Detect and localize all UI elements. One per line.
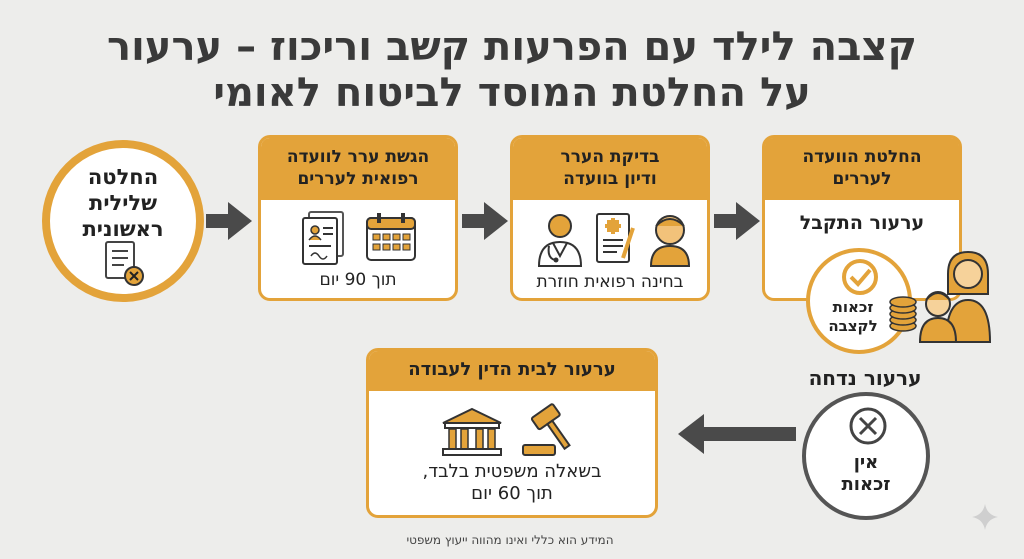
- sparkle-icon: [972, 504, 998, 530]
- initial-decision-line3: ראשונית: [82, 217, 164, 241]
- page-title-line2: על החלטת המוסד לביטוח לאומי: [213, 70, 811, 116]
- page-title-line1: קצבה לילד עם הפרעות קשב וריכוז – ערעור: [106, 24, 918, 70]
- step-labor-court-appeal: ערעור לבית הדין לעבודה בשאלה משפטית בלבד…: [366, 348, 658, 518]
- initial-decision-line2: שלילית: [88, 191, 158, 215]
- step-committee-review: בדיקת הערר ודיון בוועדה בחינה רפואית חוז…: [510, 135, 710, 301]
- initial-decision-circle: החלטה שלילית ראשונית: [42, 140, 204, 302]
- arrow-right-1: [206, 202, 252, 240]
- step-committee-review-title-1: בדיקת הערר: [560, 147, 660, 167]
- step-committee-review-title-2: ודיון בוועדה: [563, 169, 657, 189]
- step-committee-decision-title-2: לעררים: [832, 169, 892, 189]
- step-labor-court-appeal-header: ערעור לבית הדין לעבודה: [369, 351, 655, 391]
- x-circle-icon: [849, 407, 887, 445]
- gavel-icon: [522, 403, 571, 456]
- step-labor-court-line2: תוך 60 יום: [471, 483, 553, 504]
- benefit-line1: זכאות: [832, 298, 874, 316]
- medical-form-icon: [596, 213, 635, 263]
- appeal-rejected-label: ערעור נדחה: [808, 366, 922, 390]
- step-labor-court-appeal-note: בשאלה משפטית בלבד, תוך 60 יום: [369, 461, 655, 505]
- documents-icon: [302, 211, 344, 265]
- initial-decision-line1: החלטה: [87, 165, 159, 189]
- step-appeal-submission-header: הגשת ערר לוועדה רפואית לעררים: [261, 138, 455, 200]
- step-labor-court-line1: בשאלה משפטית בלבד,: [422, 461, 602, 482]
- step-committee-review-header: בדיקת הערר ודיון בוועדה: [513, 138, 707, 200]
- step-committee-decision-title-1: החלטת הוועדה: [802, 147, 922, 167]
- step-appeal-submission-deadline: תוך 90 יום: [319, 270, 397, 290]
- legal-disclaimer: המידע הוא כללי ואינו מהווה ייעוץ משפטי: [406, 533, 614, 547]
- arrow-right-2: [462, 202, 508, 240]
- child-icon: [649, 215, 691, 267]
- step-committee-decision-header: החלטת הוועדה לעררים: [765, 138, 959, 200]
- calendar-icon: [366, 213, 416, 261]
- step-appeal-submission: הגשת ערר לוועדה רפואית לעררים תוך 90 יום: [258, 135, 458, 301]
- doctor-icon: [537, 214, 583, 267]
- arrow-left: [678, 414, 796, 454]
- no-eligibility-circle: אין זכאות: [802, 392, 930, 520]
- checkmark-icon: [842, 259, 878, 295]
- no-eligibility-line2: זכאות: [841, 474, 891, 495]
- coins-icon: [889, 296, 917, 332]
- appeal-accepted-label: ערעור התקבל: [799, 212, 925, 234]
- parent-child-icon: [918, 250, 992, 343]
- court-icon: [442, 407, 502, 456]
- step-appeal-submission-title-1: הגשת ערר לוועדה: [286, 147, 430, 167]
- step-committee-review-note: בחינה רפואית חוזרת: [536, 272, 684, 292]
- rejected-document-icon: [105, 241, 144, 286]
- benefit-line2: לקצבה: [828, 317, 878, 335]
- step-appeal-submission-title-2: רפואית לעררים: [297, 169, 419, 189]
- arrow-right-3: [714, 202, 760, 240]
- no-eligibility-line1: אין: [853, 452, 879, 473]
